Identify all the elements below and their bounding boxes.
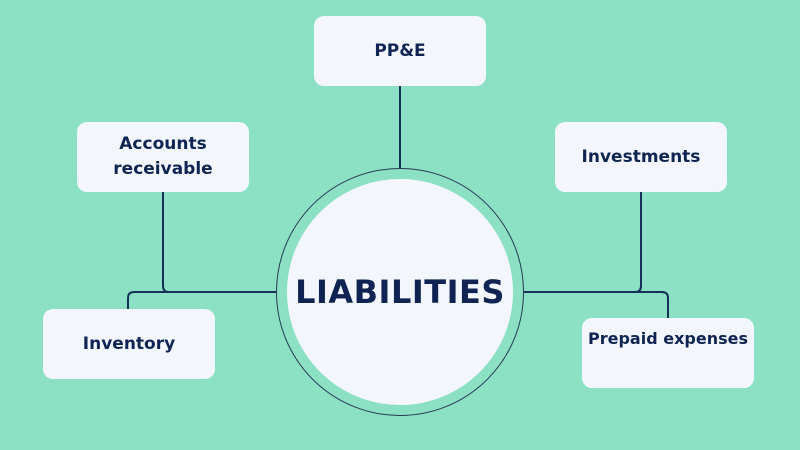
node-prepaid-expenses: Prepaid expenses xyxy=(582,318,754,388)
hub-title: LIABILITIES xyxy=(295,273,505,311)
connector-accounts-receivable xyxy=(162,191,276,293)
connector-investments xyxy=(524,191,642,293)
node-ppe: PP&E xyxy=(314,16,486,86)
connector-inventory xyxy=(127,291,169,309)
node-ppe-label: PP&E xyxy=(374,40,426,61)
node-accounts-receivable: Accounts receivable xyxy=(77,122,249,192)
node-inventory: Inventory xyxy=(43,309,215,379)
hub-outer-ring xyxy=(276,168,524,416)
node-accounts-receivable-line1: Accounts xyxy=(119,134,207,154)
connector-prepaid-expenses xyxy=(635,291,669,318)
node-inventory-label: Inventory xyxy=(82,333,176,354)
node-investments-label: Investments xyxy=(581,146,701,167)
node-accounts-receivable-line2: receivable xyxy=(113,159,213,179)
node-prepaid-expenses-label: Prepaid expenses xyxy=(588,329,748,348)
hub-circle: LIABILITIES xyxy=(287,179,513,405)
node-investments: Investments xyxy=(555,122,727,192)
